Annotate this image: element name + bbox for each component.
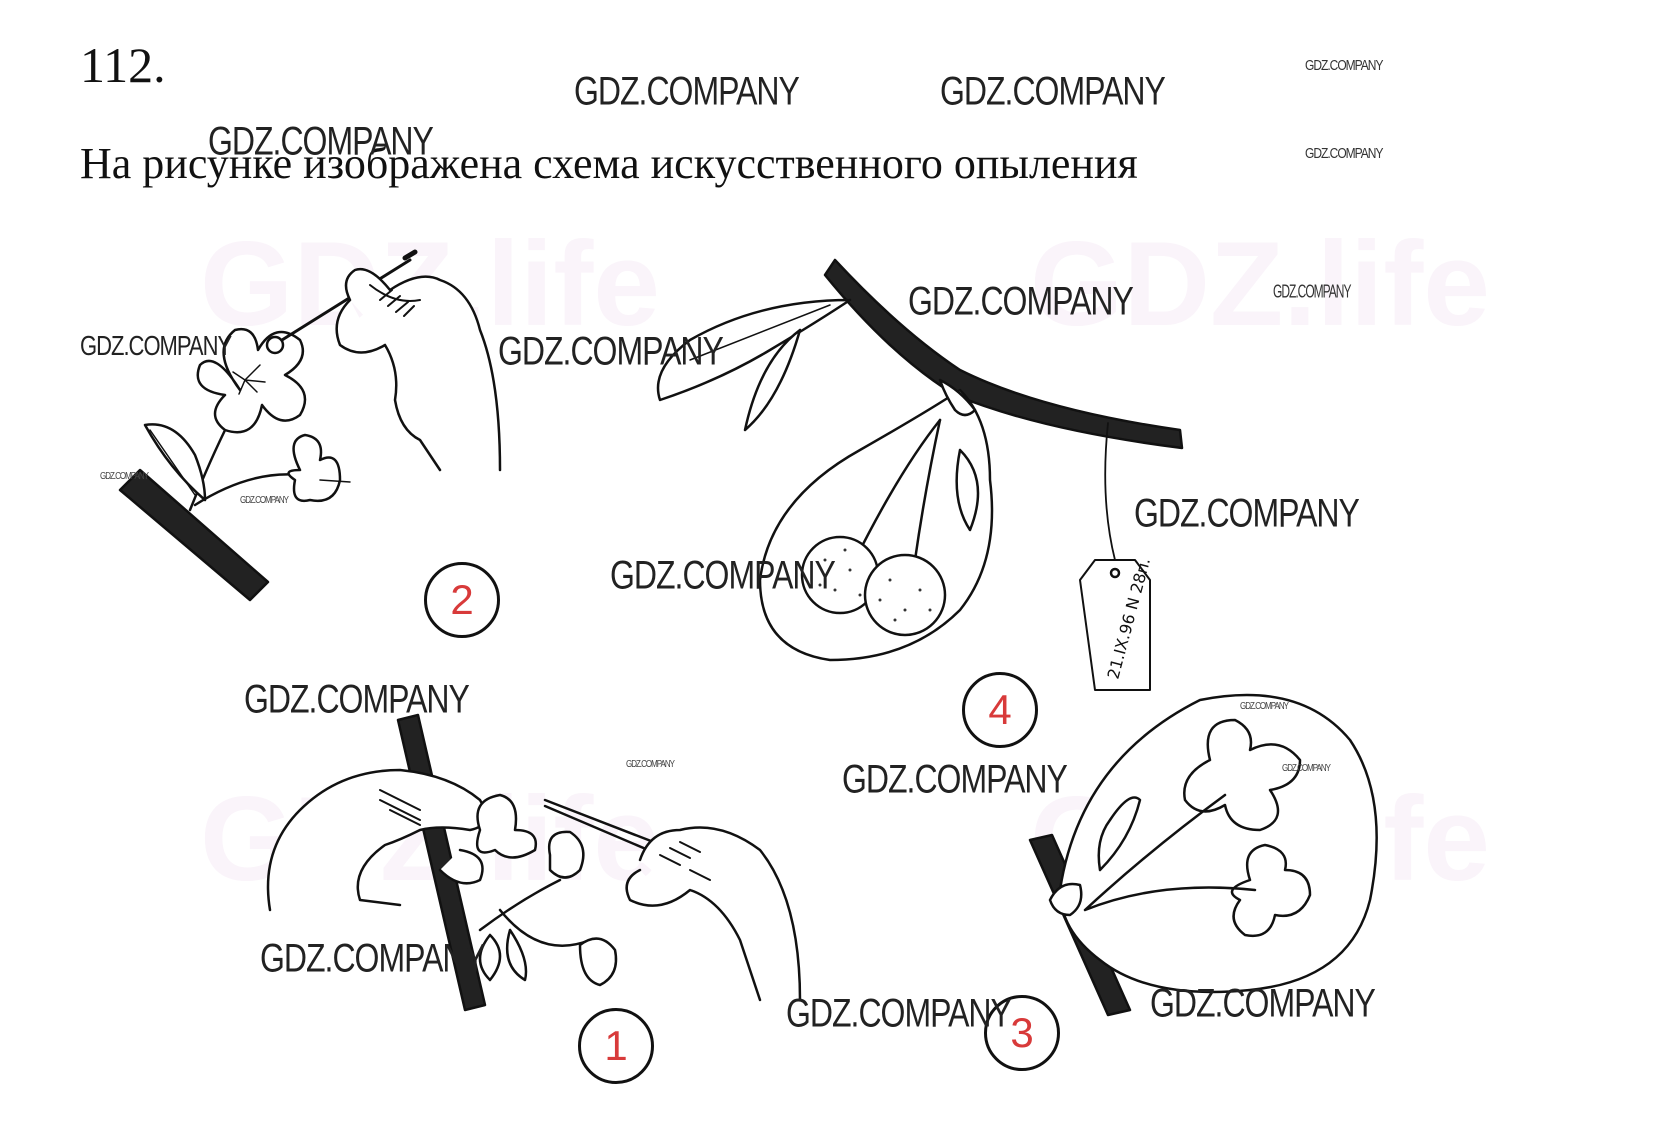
watermark: GDZ.COMPANY bbox=[260, 935, 486, 980]
step-1-number: 1 bbox=[604, 1022, 628, 1069]
watermark: GDZ.COMPANY bbox=[1273, 281, 1351, 302]
watermark: GDZ.COMPANY bbox=[940, 68, 1166, 113]
step-3-marker: 3 bbox=[984, 995, 1060, 1071]
step-4-marker: 4 bbox=[962, 672, 1038, 748]
watermark: GDZ.COMPANY bbox=[244, 676, 470, 721]
illustration-tweezers-emasculation bbox=[266, 713, 802, 1012]
illustration-bagged-fruit bbox=[656, 258, 1184, 691]
watermark: GDZ.COMPANY bbox=[208, 118, 434, 163]
watermark: GDZ.COMPANY bbox=[1240, 700, 1289, 712]
background-watermark: GDZ.life bbox=[1030, 217, 1491, 351]
watermark: GDZ.COMPANY bbox=[100, 470, 149, 482]
watermark: GDZ.COMPANY bbox=[626, 758, 675, 770]
watermark: GDZ.COMPANY bbox=[574, 68, 800, 113]
watermark: GDZ.COMPANY bbox=[1134, 490, 1360, 535]
watermark: GDZ.COMPANY bbox=[1305, 56, 1383, 74]
watermark: GDZ.COMPANY bbox=[908, 278, 1134, 323]
illustration-brush-pollination bbox=[118, 249, 502, 602]
watermark: GDZ.COMPANY bbox=[1282, 762, 1331, 774]
watermark: GDZ.COMPANY bbox=[1305, 144, 1383, 162]
step-3-number: 3 bbox=[1010, 1009, 1034, 1056]
watermark: GDZ.COMPANY bbox=[1150, 980, 1376, 1025]
task-number: 112. bbox=[80, 37, 166, 93]
step-1-marker: 1 bbox=[578, 1008, 654, 1084]
watermark: GDZ.COMPANY bbox=[240, 494, 289, 506]
illustration-bagged-flowers bbox=[1028, 693, 1378, 1017]
task-title: На рисунке изображена схема искусственно… bbox=[80, 139, 1138, 188]
watermark: GDZ.COMPANY bbox=[498, 328, 724, 373]
watermark: GDZ.COMPANY bbox=[786, 990, 1012, 1035]
step-2-number: 2 bbox=[450, 576, 474, 623]
watermark: GDZ.COMPANY bbox=[610, 552, 836, 597]
step-2-marker: 2 bbox=[424, 562, 500, 638]
step-4-number: 4 bbox=[988, 686, 1012, 733]
watermark: GDZ.COMPANY bbox=[842, 756, 1068, 801]
watermark: GDZ.COMPANY bbox=[80, 330, 232, 362]
cherry-stipple bbox=[818, 548, 932, 622]
